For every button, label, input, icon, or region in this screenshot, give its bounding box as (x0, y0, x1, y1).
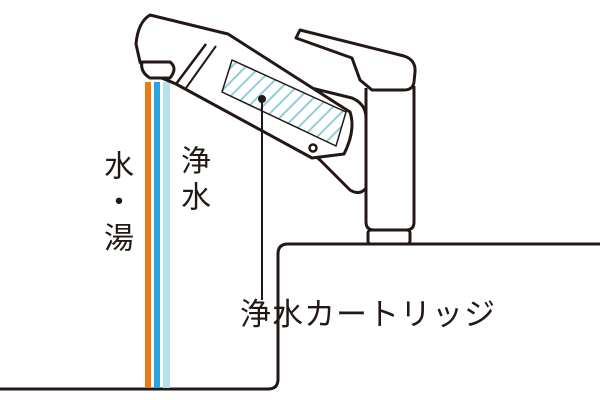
spout-seam-line (175, 43, 207, 85)
faucet-base (366, 228, 412, 246)
faucet-lever (294, 28, 417, 92)
spout-nozzle (140, 60, 176, 80)
faucet-body (364, 86, 416, 232)
blue-water-stream (154, 82, 160, 388)
purified-water-stream (163, 82, 170, 388)
hot-cold-water-stream (145, 82, 151, 388)
hot-cold-water-label: 水・湯 (98, 150, 133, 258)
cartridge-hatched-area (221, 58, 347, 148)
spout-button (308, 143, 318, 153)
sink-counter-outline (0, 242, 600, 391)
cartridge-label: 浄水カートリッジ (240, 297, 496, 333)
spout-seam-line-2 (185, 45, 217, 89)
purified-water-label: 浄水 (175, 145, 210, 217)
